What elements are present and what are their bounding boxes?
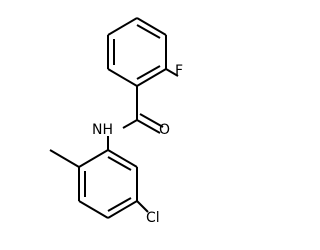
- ring-double-bond: [136, 24, 161, 39]
- fluorophenyl-ring: [107, 17, 167, 87]
- nh-label: NH: [92, 122, 113, 138]
- ring-bond: [107, 68, 138, 87]
- ring-double-bond: [107, 156, 132, 171]
- carbonyl-double-bond: [139, 113, 164, 128]
- fluorine-label: F: [175, 63, 183, 79]
- ring-bond: [107, 17, 138, 36]
- chemical-structure-diagram: F O NH Cl: [49, 17, 183, 226]
- ring-bond: [78, 149, 109, 168]
- methyl-bond: [49, 149, 80, 168]
- carbonyl-double-bond: [136, 119, 161, 134]
- c-f-bond: [165, 68, 179, 77]
- ring-bond: [136, 17, 167, 36]
- ring-double-bond: [136, 65, 161, 80]
- c-cl-bond: [136, 200, 149, 213]
- oxygen-label: O: [159, 122, 170, 138]
- chloromethylphenyl-ring: [78, 149, 138, 219]
- ring-bond: [107, 149, 138, 168]
- ring-bond: [78, 200, 109, 219]
- chlorine-label: Cl: [146, 210, 160, 226]
- carbonyl-to-nitrogen-bond: [122, 119, 138, 129]
- ring-bond: [107, 200, 138, 219]
- ring-double-bond: [107, 197, 132, 212]
- ring-bond: [136, 68, 167, 87]
